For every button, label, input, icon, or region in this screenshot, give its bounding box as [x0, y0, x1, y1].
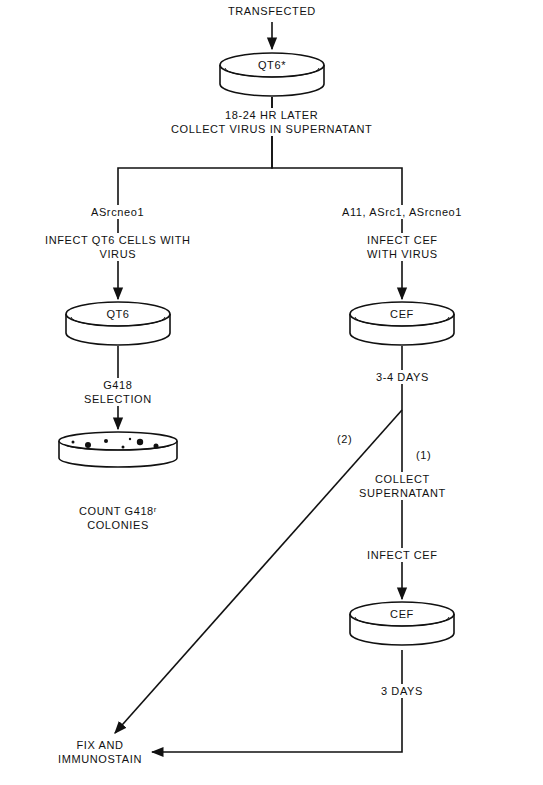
transfect-arrow [271, 22, 273, 49]
colony-dot [137, 439, 143, 445]
step-note: G418 SELECTION [81, 378, 155, 406]
cell-label: CEF [347, 307, 457, 321]
step-note: INFECT QT6 CELLS WITH VIRUS [42, 233, 194, 261]
step-note: COLLECT SUPERNATANT [356, 472, 449, 500]
cell-label: QT6 [63, 307, 173, 321]
culture-dish: QT6 [63, 300, 173, 348]
colony-dot [72, 441, 75, 444]
immunostain-arrow [152, 650, 402, 752]
cell-label: CEF [347, 607, 457, 621]
dish-inner-rim [64, 444, 172, 450]
petri-dish [63, 300, 173, 348]
result-label: COUNT G418ʳ COLONIES [56, 504, 180, 532]
time-label: 3-4 DAYS [373, 370, 432, 384]
dish-rim [59, 432, 177, 450]
path-number: (1) [413, 448, 434, 462]
construct-label: ASrcneo1 [88, 205, 147, 219]
colony-dot [129, 438, 131, 440]
petri-dish [347, 600, 457, 648]
step-label: TRANSFECTED [225, 4, 319, 18]
result-label: FIX AND IMMUNOSTAIN [55, 738, 145, 766]
colony-dot [104, 439, 108, 443]
cell-label: QT6* [217, 58, 327, 72]
step-note: INFECT CEF [364, 548, 441, 562]
colony-dot [85, 442, 91, 448]
colony-dot [122, 446, 125, 449]
petri-dish [217, 51, 327, 99]
petri-dish [347, 300, 457, 348]
petri-dish [56, 430, 180, 470]
colony-dot [154, 444, 159, 449]
time-label: 3 DAYS [378, 684, 426, 698]
culture-dish: QT6* [217, 51, 327, 99]
step-note: 18-24 HR LATER COLLECT VIRUS IN SUPERNAT… [168, 108, 375, 136]
path-number: (2) [334, 432, 355, 446]
step-note: INFECT CEF WITH VIRUS [364, 233, 441, 261]
construct-label: A11, ASrc1, ASrcneo1 [339, 205, 465, 219]
culture-dish: CEF [347, 600, 457, 648]
culture-dish: CEF [347, 300, 457, 348]
colony-dish: COUNT G418ʳ COLONIES [56, 430, 180, 532]
